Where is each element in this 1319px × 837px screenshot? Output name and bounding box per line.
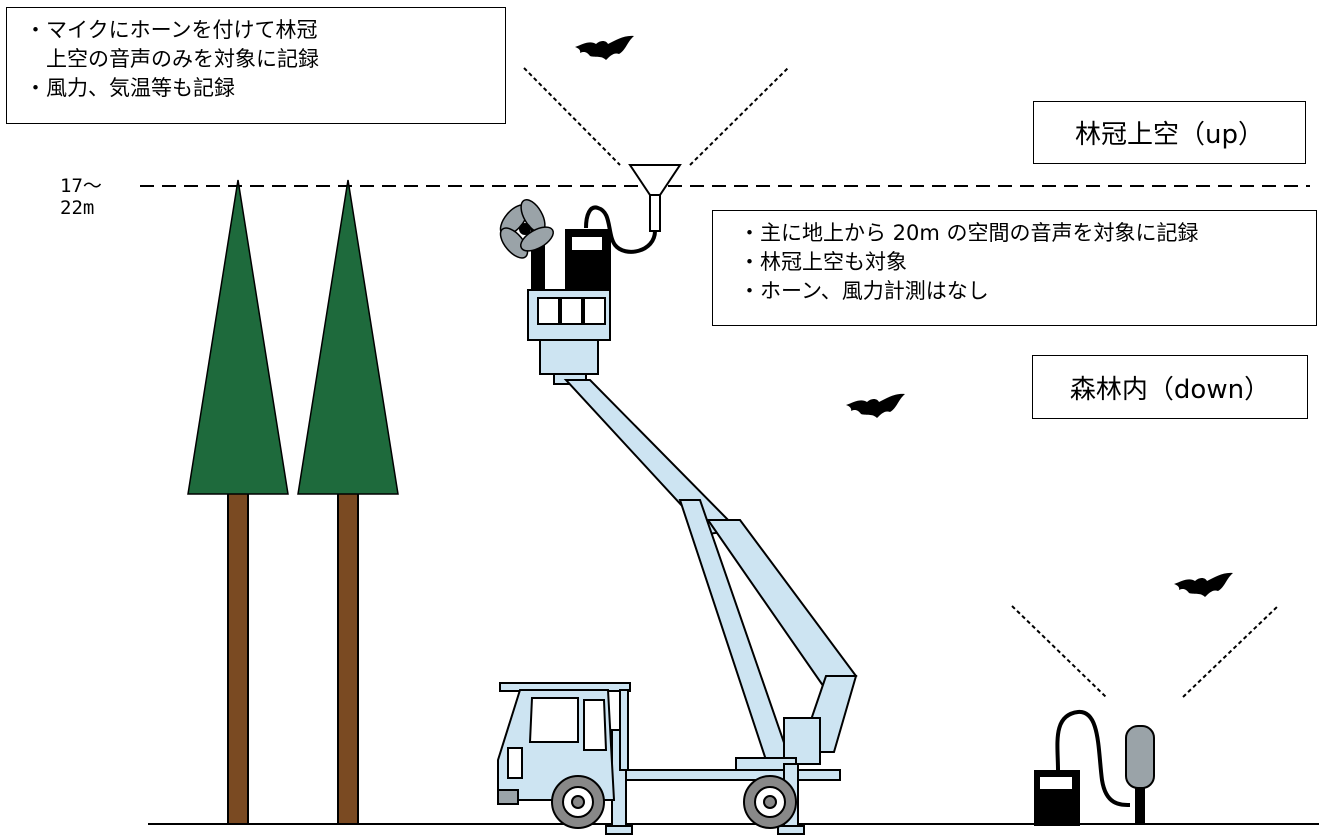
note-line: ・林冠上空も対象 bbox=[739, 250, 907, 274]
detection-range-line bbox=[523, 67, 621, 166]
note-line: ・主に地上から 20m の空間の音声を対象に記録 bbox=[739, 221, 1199, 245]
ground-microphone-icon bbox=[1034, 710, 1155, 826]
detection-range-line bbox=[1011, 605, 1107, 698]
forest-mic-note: ・主に地上から 20m の空間の音声を対象に記録 ・林冠上空も対象 ・ホーン、風… bbox=[712, 210, 1317, 326]
recorder-icon bbox=[565, 229, 611, 291]
detection-range-line bbox=[1182, 605, 1279, 698]
note-line: ・マイクにホーンを付けて林冠 bbox=[25, 18, 318, 42]
canopy-mic-note: ・マイクにホーンを付けて林冠 上空の音声のみを対象に記録 ・風力、気温等も記録 bbox=[6, 7, 506, 124]
tree-icon bbox=[187, 179, 289, 825]
height-label: 17～ 22m bbox=[60, 175, 102, 219]
bat-icon bbox=[575, 35, 634, 60]
note-line: ・ホーン、風力計測はなし bbox=[739, 279, 989, 303]
canopy-label: 林冠上空（up） bbox=[1033, 101, 1306, 164]
detection-range-line bbox=[689, 67, 789, 166]
note-line: 上空の音声のみを対象に記録 bbox=[25, 47, 319, 71]
bucket-truck-icon bbox=[497, 289, 858, 835]
tree-icon bbox=[297, 179, 399, 825]
microphone-horn-icon bbox=[584, 164, 682, 254]
bat-icon bbox=[1174, 572, 1233, 597]
height-label-line2: 22m bbox=[60, 197, 95, 219]
height-label-line1: 17～ bbox=[60, 175, 102, 197]
anemometer-icon bbox=[499, 199, 554, 290]
note-line: ・風力、気温等も記録 bbox=[25, 76, 235, 100]
bat-icon bbox=[846, 393, 905, 418]
forest-label: 森林内（down） bbox=[1032, 355, 1308, 419]
